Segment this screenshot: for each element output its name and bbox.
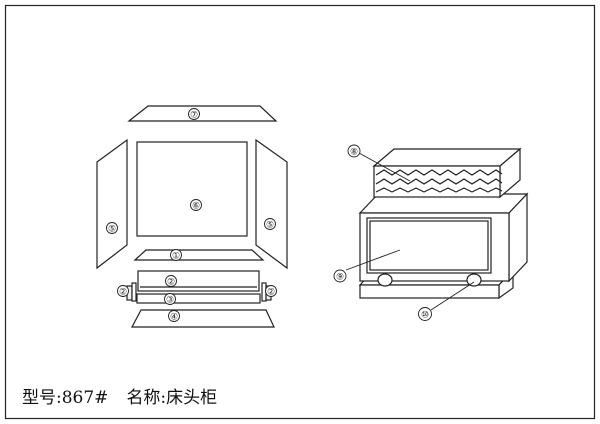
cushion-zigzag-1 xyxy=(375,169,503,176)
cushion-top xyxy=(372,148,522,167)
svg-text:②: ② xyxy=(119,288,127,298)
model-value: 867# xyxy=(61,388,109,408)
assembled-base-front xyxy=(359,284,500,299)
model-label: 型号: xyxy=(22,388,62,408)
callout-2-right: ② xyxy=(265,285,277,298)
svg-text:⑧: ⑧ xyxy=(350,148,358,158)
cabinet-drawer-inner xyxy=(369,220,489,271)
sheet-border xyxy=(4,4,596,420)
callout-1: ① xyxy=(170,249,182,262)
name-value: 床头柜 xyxy=(166,388,218,408)
back-panel xyxy=(136,141,248,237)
callout-6: ⑥ xyxy=(190,199,202,212)
drawing-caption: 型号:867# 名称:床头柜 xyxy=(22,383,217,408)
cushion-zigzag-3 xyxy=(375,187,503,193)
svg-text:⑩: ⑩ xyxy=(421,311,429,321)
right-side-panel xyxy=(255,138,288,270)
callout-10: ⑩ xyxy=(418,307,432,321)
callout-5-right: ⑤ xyxy=(264,218,276,231)
callout-5-left: ⑤ xyxy=(106,222,118,235)
base-plate xyxy=(131,309,275,328)
callouts: ⑦ ⑥ ⑤ ⑤ ① ② ② xyxy=(106,108,432,323)
callout-4: ④ xyxy=(168,310,180,323)
svg-text:③: ③ xyxy=(166,296,174,306)
cushion-zigzag-2 xyxy=(375,178,503,185)
callout-2-left: ② xyxy=(117,285,129,298)
callout-3: ③ xyxy=(164,293,176,306)
svg-text:⑨: ⑨ xyxy=(336,273,344,283)
svg-text:⑥: ⑥ xyxy=(192,202,200,212)
callout-2-front: ② xyxy=(165,275,177,288)
callout-9: ⑨ xyxy=(333,269,347,283)
bottom-panel xyxy=(133,249,265,261)
svg-text:⑤: ⑤ xyxy=(266,221,274,231)
drawer-front xyxy=(137,270,260,292)
svg-text:⑤: ⑤ xyxy=(108,225,116,235)
drawer-rail xyxy=(136,293,261,304)
cabinet-drawer xyxy=(366,217,492,274)
svg-text:②: ② xyxy=(167,278,175,288)
svg-text:⑦: ⑦ xyxy=(190,111,198,121)
front-left-foot xyxy=(377,273,393,287)
callout-7: ⑦ xyxy=(188,108,200,121)
left-side-panel xyxy=(96,138,128,270)
svg-text:④: ④ xyxy=(170,313,178,323)
svg-text:①: ① xyxy=(172,252,180,262)
assembled-view xyxy=(358,147,529,300)
top-panel xyxy=(127,105,278,122)
callout-8: ⑧ xyxy=(347,144,361,158)
name-label: 名称: xyxy=(126,388,167,408)
front-right-foot xyxy=(466,273,482,287)
leader-lines xyxy=(345,152,475,311)
svg-text:②: ② xyxy=(267,288,275,298)
